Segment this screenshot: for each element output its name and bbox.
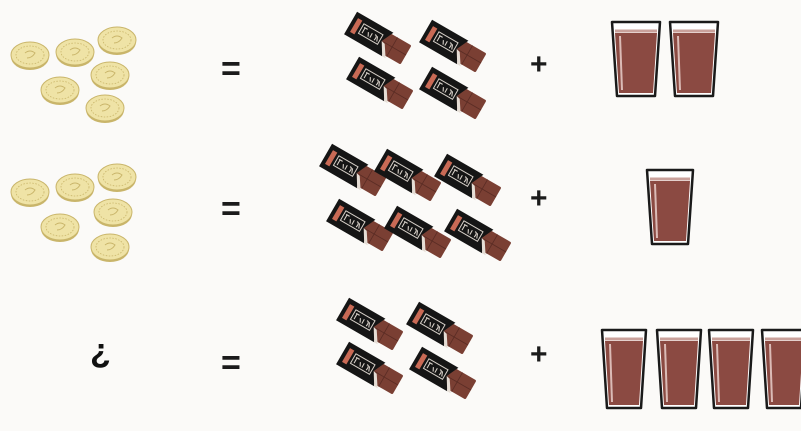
equals-sign: = [221, 344, 241, 382]
coin-icon [97, 163, 137, 192]
coin-icon [40, 213, 80, 242]
coin-icon [55, 38, 95, 67]
chocolate-bar-icon [409, 346, 476, 399]
chocolate-bar-icon [384, 205, 451, 258]
question-mark: ? [90, 336, 111, 374]
chocolate-bar-icon [444, 208, 511, 261]
chocolate-bar-icon [326, 198, 393, 251]
chocolate-milk-glass-icon [668, 20, 720, 98]
coin-icon [55, 173, 95, 202]
coin-icon [90, 233, 130, 262]
equals-sign: = [221, 190, 241, 228]
chocolate-milk-glass-icon [655, 328, 703, 410]
chocolate-bar-icon [336, 297, 403, 350]
chocolate-bar-icon [319, 143, 386, 196]
equals-sign: = [221, 50, 241, 88]
chocolate-bar-icon [336, 341, 403, 394]
chocolate-bar-icon [344, 11, 411, 64]
chocolate-milk-glass-icon [600, 328, 648, 410]
coin-icon [93, 198, 133, 227]
coin-icon [90, 61, 130, 90]
chocolate-bar-icon [434, 153, 501, 206]
equation-row-2: = [0, 142, 801, 282]
coin-icon [85, 94, 125, 123]
chocolate-bar-icon [406, 301, 473, 354]
chocolate-milk-glass-icon [760, 328, 801, 410]
coin-icon [40, 76, 80, 105]
chocolate-bar-icon [419, 19, 486, 72]
chocolate-milk-glass-icon [645, 168, 695, 246]
equation-row-1: = [0, 0, 801, 140]
equation-row-3: ? = [0, 288, 801, 428]
coin-icon [10, 41, 50, 70]
chocolate-bar-icon [346, 56, 413, 109]
coin-icon [97, 26, 137, 55]
plus-sign: + [530, 182, 548, 215]
plus-sign: + [530, 48, 548, 81]
chocolate-bar-icon [419, 66, 486, 119]
chocolate-milk-glass-icon [707, 328, 755, 410]
coin-icon [10, 178, 50, 207]
plus-sign: + [530, 338, 548, 371]
chocolate-milk-glass-icon [610, 20, 662, 98]
chocolate-bar-icon [374, 148, 441, 201]
